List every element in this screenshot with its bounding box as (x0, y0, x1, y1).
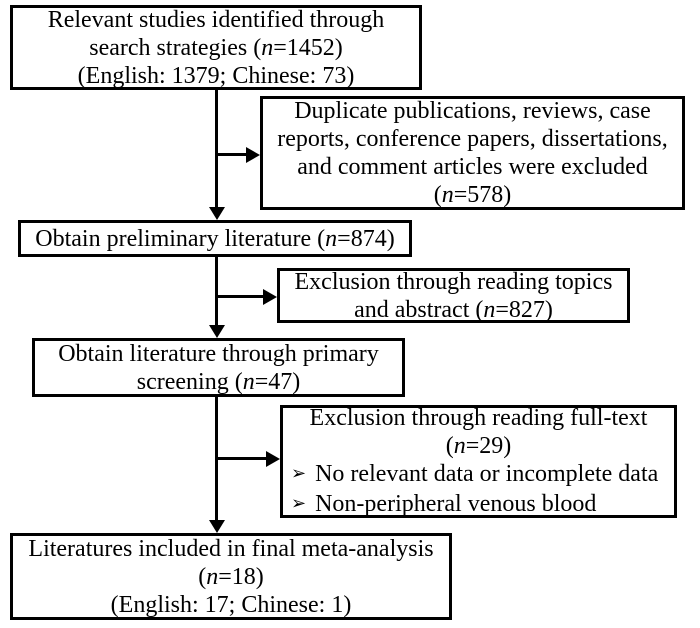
text-segment: =1452) (273, 34, 343, 61)
box-text-line: Exclusion through reading full-text (310, 404, 648, 432)
box-text-line: Obtain preliminary literature (n=874) (35, 225, 394, 253)
box-text-line: (n=29) (446, 432, 512, 460)
arrowhead-down-icon (209, 325, 225, 338)
text-segment: (English: 17; Chinese: 1) (110, 591, 352, 618)
text-segment: Non-peripheral venous blood (315, 490, 597, 517)
text-segment: =47) (254, 368, 301, 395)
text-segment: n (453, 432, 466, 459)
text-segment: =18) (218, 563, 264, 590)
text-segment: Exclusion through reading topics (294, 268, 613, 295)
box-preliminary-literature: Obtain preliminary literature (n=874) (18, 220, 412, 257)
box-text-line: reports, conference papers, dissertation… (277, 125, 668, 153)
text-segment: =874) (337, 225, 395, 252)
box-text-line: Obtain literature through primary (58, 340, 379, 368)
text-segment: and comment articles were excluded (297, 154, 648, 180)
text-segment: =578) (453, 182, 512, 208)
text-segment: and abstract ( (354, 296, 484, 323)
connector-branch-to-topics-abstract (215, 295, 265, 298)
text-segment: n (325, 225, 338, 252)
text-segment: (English: 1379; Chinese: 73) (77, 62, 355, 89)
text-segment: Obtain literature through primary (58, 340, 379, 367)
text-segment: n (441, 182, 454, 208)
text-segment: screening ( (136, 368, 243, 395)
box-text-line: (n=578) (434, 181, 512, 209)
box-text-line: Duplicate publications, reviews, case (294, 97, 651, 125)
right-arrowhead-bullet-icon: ➢ (291, 462, 307, 484)
text-segment: search strategies ( (89, 34, 262, 61)
arrowhead-right-icon (266, 451, 280, 467)
text-segment: n (242, 368, 255, 395)
box-bullet-line: ➢ Non-peripheral venous blood (283, 490, 596, 520)
arrowhead-down-icon (209, 207, 225, 220)
box-text-line: and abstract (n=827) (354, 296, 553, 324)
box-text-line: search strategies (n=1452) (89, 34, 342, 62)
box-text-line: Exclusion through reading topics (295, 268, 613, 296)
connector-identified-to-preliminary (215, 90, 218, 208)
connector-preliminary-to-screening (215, 257, 218, 327)
text-segment: n (261, 34, 274, 61)
text-segment: ( (445, 432, 454, 459)
arrowhead-right-icon (246, 147, 260, 163)
text-segment: Literatures included in final meta-analy… (28, 535, 434, 562)
text-segment: Obtain preliminary literature ( (35, 225, 326, 252)
text-segment: =827) (495, 296, 553, 323)
connector-branch-to-duplicates (215, 153, 249, 156)
box-text-line: (English: 1379; Chinese: 73) (78, 62, 355, 90)
text-segment: ( (198, 563, 207, 590)
text-segment: No relevant data or incomplete data (315, 460, 659, 487)
box-primary-screening: Obtain literature through primary screen… (32, 338, 405, 397)
text-segment: Duplicate publications, reviews, case (294, 98, 651, 124)
text-segment: ( (433, 182, 442, 208)
box-excluded-duplicates: Duplicate publications, reviews, case re… (260, 96, 685, 210)
box-text-line: screening (n=47) (137, 368, 300, 396)
text-segment: Relevant studies identified through (47, 6, 385, 33)
box-final-meta-analysis: Literatures included in final meta-analy… (10, 533, 452, 620)
box-excluded-fulltext: Exclusion through reading full-text (n=2… (280, 405, 677, 518)
box-excluded-topics-abstract: Exclusion through reading topics and abs… (277, 268, 630, 323)
text-segment: =29) (465, 432, 512, 459)
text-segment: reports, conference papers, dissertation… (277, 126, 668, 152)
arrowhead-right-icon (263, 289, 277, 305)
box-studies-identified: Relevant studies identified through sear… (10, 5, 422, 90)
box-text-line: (n=18) (198, 563, 264, 591)
text-segment: n (206, 563, 219, 590)
connector-branch-to-fulltext (215, 457, 268, 460)
box-text-line: (English: 17; Chinese: 1) (111, 591, 352, 619)
text-segment: n (483, 296, 496, 323)
box-text-line: and comment articles were excluded (297, 153, 648, 181)
box-text-line: Relevant studies identified through (48, 6, 385, 34)
text-segment: Exclusion through reading full-text (309, 404, 648, 431)
box-text-line: Literatures included in final meta-analy… (28, 535, 433, 563)
box-bullet-line: ➢ No relevant data or incomplete data (283, 460, 658, 490)
right-arrowhead-bullet-icon: ➢ (291, 492, 307, 514)
arrowhead-down-icon (209, 520, 225, 533)
